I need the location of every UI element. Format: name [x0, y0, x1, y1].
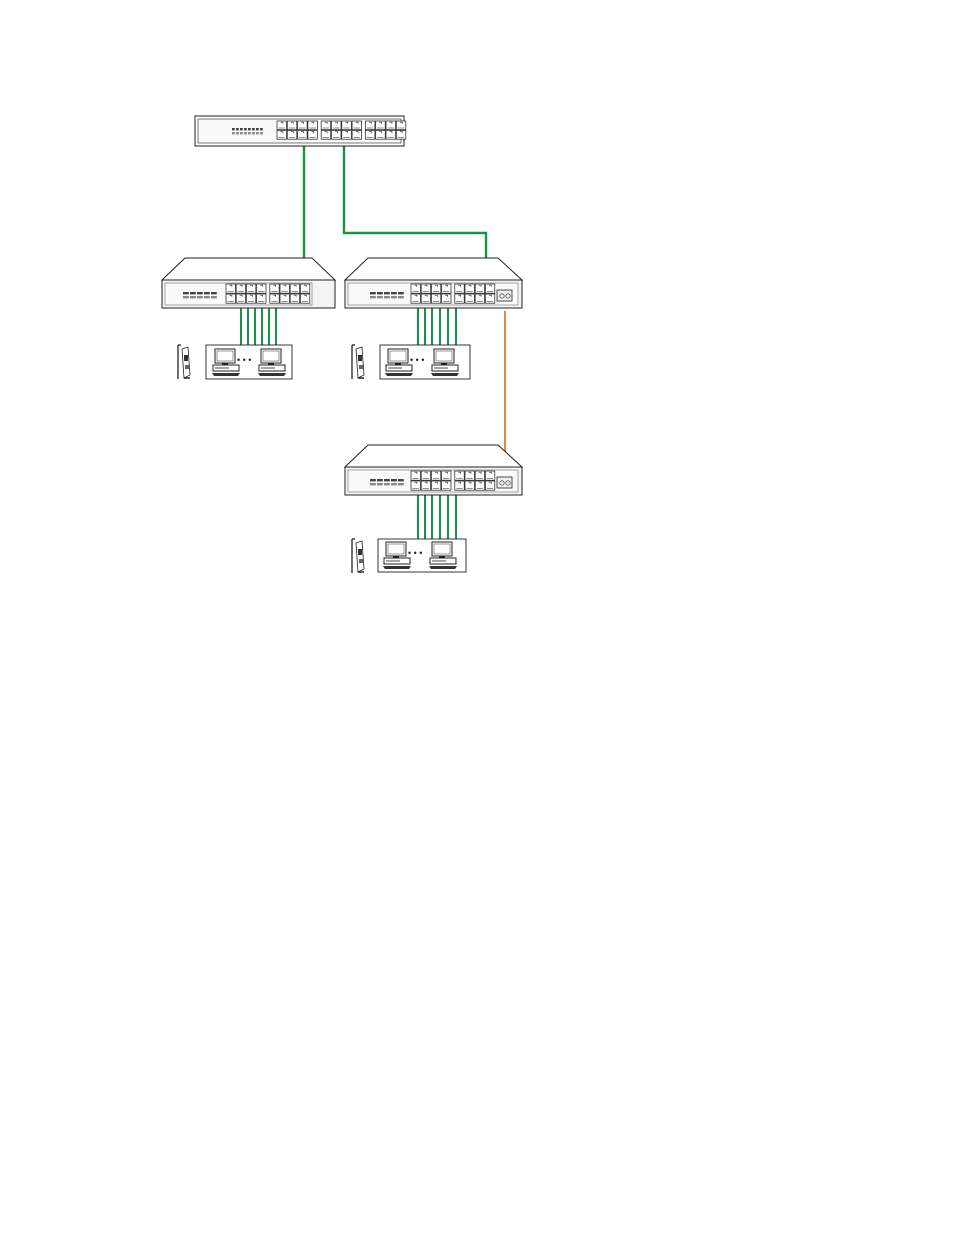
status-led	[236, 132, 239, 134]
status-led	[398, 292, 404, 294]
card-board	[356, 541, 364, 572]
status-led	[236, 128, 239, 130]
status-led	[370, 479, 376, 481]
middle-switch	[345, 258, 522, 308]
status-led	[190, 296, 196, 298]
status-led	[211, 296, 217, 298]
network-card-icon	[178, 345, 190, 379]
status-led	[211, 292, 217, 294]
middle-workgroup: • • •	[352, 345, 470, 379]
status-led	[377, 479, 383, 481]
status-led	[370, 483, 376, 485]
status-led	[197, 292, 203, 294]
status-led	[197, 296, 203, 298]
card-bracket	[178, 345, 181, 379]
status-led	[248, 128, 251, 130]
status-led	[391, 296, 397, 298]
status-led	[244, 128, 247, 130]
status-led	[384, 292, 390, 294]
status-led	[398, 296, 404, 298]
status-led	[398, 483, 404, 485]
card-chip	[359, 559, 363, 563]
monitor-screen	[390, 351, 406, 361]
status-led	[370, 292, 376, 294]
monitor-screen	[263, 351, 279, 361]
status-led	[384, 483, 390, 485]
keyboard	[212, 373, 240, 376]
card-chip	[359, 365, 363, 369]
status-led	[190, 292, 196, 294]
status-led	[248, 132, 251, 134]
lower-switch-fiber-port	[497, 477, 512, 488]
status-led	[370, 296, 376, 298]
card-board	[182, 347, 190, 378]
left-workgroup-ellipsis: • • •	[237, 355, 251, 365]
monitor-screen	[217, 351, 233, 361]
network-card-icon	[352, 539, 364, 573]
status-led	[183, 292, 189, 294]
keyboard	[258, 373, 286, 376]
left-workgroup: • • •	[178, 345, 292, 379]
lower-workgroup-ellipsis: • • •	[408, 548, 422, 558]
lower-switch	[345, 445, 522, 495]
keyboard	[385, 373, 413, 376]
status-led	[391, 479, 397, 481]
status-led	[391, 483, 397, 485]
status-led	[384, 296, 390, 298]
keyboard	[431, 373, 459, 376]
status-led	[256, 132, 259, 134]
status-led	[204, 296, 210, 298]
status-led	[384, 479, 390, 481]
monitor-screen	[436, 351, 452, 361]
status-led	[244, 132, 247, 134]
status-led	[260, 128, 263, 130]
card-chip	[184, 355, 188, 361]
status-led	[252, 132, 255, 134]
lower-switch-top	[345, 445, 522, 467]
middle-workgroup-ellipsis: • • •	[410, 355, 424, 365]
status-led	[377, 292, 383, 294]
status-led	[391, 292, 397, 294]
keyboard	[429, 566, 457, 569]
middle-switch-fiber-port	[497, 290, 512, 301]
status-led	[232, 128, 235, 130]
status-led	[377, 483, 383, 485]
left-switch	[162, 258, 335, 308]
backbone-switch	[195, 116, 406, 146]
status-led	[256, 128, 259, 130]
card-board	[356, 347, 364, 378]
status-led	[398, 479, 404, 481]
status-led	[232, 132, 235, 134]
middle-switch-top	[345, 258, 522, 280]
keyboard	[383, 566, 411, 569]
card-bracket	[352, 539, 355, 573]
status-led	[240, 128, 243, 130]
card-bracket	[352, 345, 355, 379]
network-card-icon	[352, 345, 364, 379]
lower-workgroup: • • •	[352, 539, 466, 573]
status-led	[260, 132, 263, 134]
status-led	[204, 292, 210, 294]
status-led	[252, 128, 255, 130]
status-led	[377, 296, 383, 298]
card-chip	[185, 365, 189, 369]
status-led	[183, 296, 189, 298]
card-chip	[358, 549, 362, 555]
left-switch-top	[162, 258, 335, 280]
status-led	[240, 132, 243, 134]
monitor-screen	[434, 544, 450, 554]
card-chip	[358, 355, 362, 361]
monitor-screen	[388, 544, 404, 554]
